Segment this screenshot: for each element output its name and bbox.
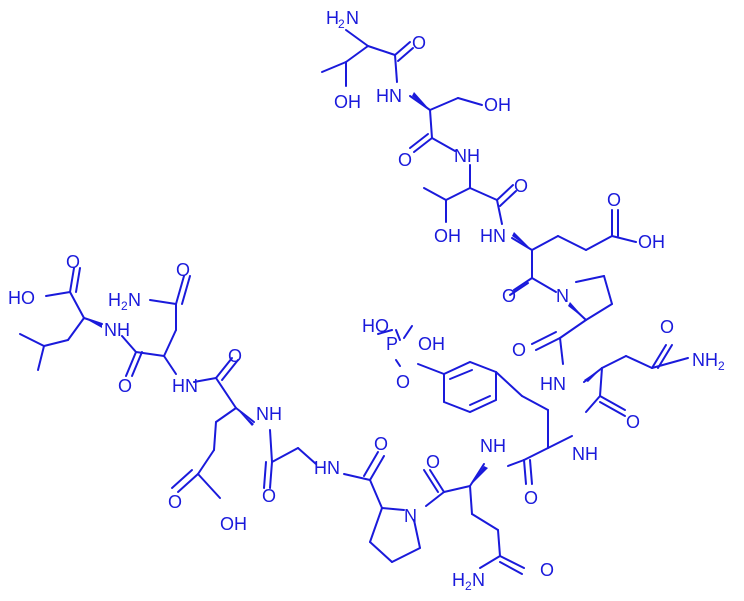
atom-n: N bbox=[128, 290, 141, 310]
atom-ho: HO bbox=[8, 288, 35, 308]
atom-h: H bbox=[108, 290, 121, 310]
atom-o: O bbox=[228, 346, 242, 366]
atom-n: N bbox=[556, 286, 569, 306]
atom-o: O bbox=[426, 452, 440, 472]
atom-oh: OH bbox=[220, 514, 247, 534]
atom-o: O bbox=[512, 340, 526, 360]
atom-hn: HN bbox=[480, 226, 506, 246]
atom-o: O bbox=[607, 190, 621, 210]
wedge-bond bbox=[84, 318, 102, 328]
atom-o: O bbox=[398, 150, 412, 170]
atom-o: O bbox=[502, 286, 516, 306]
wedge-bond bbox=[412, 92, 430, 110]
atom-sub: 2 bbox=[465, 579, 472, 593]
atom-sub: 2 bbox=[121, 299, 128, 313]
atom-oh: OH bbox=[434, 226, 461, 246]
atom-nh: NH bbox=[480, 436, 506, 456]
wedge-bond bbox=[584, 368, 602, 382]
atom-hn: HN bbox=[540, 374, 566, 394]
atom-hn: HN bbox=[314, 458, 340, 478]
atom-oh: OH bbox=[418, 334, 445, 354]
atom-o: O bbox=[396, 372, 410, 392]
atom-o: O bbox=[168, 492, 182, 512]
atom-hn: HN bbox=[376, 86, 402, 106]
atom-o: O bbox=[514, 176, 528, 196]
wedge-bond bbox=[568, 302, 586, 320]
atom-nh: NH bbox=[572, 444, 598, 464]
atom-o: O bbox=[626, 412, 640, 432]
atom-o: O bbox=[540, 560, 554, 580]
atom-hn: HN bbox=[172, 376, 198, 396]
atom-sub: 2 bbox=[718, 359, 725, 373]
atom-o: O bbox=[118, 376, 132, 396]
atom-h: H bbox=[452, 570, 465, 590]
wedge-bond bbox=[470, 466, 488, 486]
atom-o: O bbox=[412, 33, 426, 53]
atom-oh: OH bbox=[484, 95, 511, 115]
wedge-bond bbox=[236, 408, 254, 426]
atom-oh: OH bbox=[334, 92, 361, 112]
atom-nh: NH bbox=[256, 404, 282, 424]
atom-o: O bbox=[262, 486, 276, 506]
atom-h: H bbox=[705, 350, 718, 370]
wedge-bond bbox=[512, 232, 532, 250]
atom-p: P bbox=[386, 334, 398, 354]
atom-oh: OH bbox=[638, 232, 665, 252]
atom-sub: 2 bbox=[338, 17, 345, 31]
atom-o: O bbox=[176, 260, 190, 280]
atom-n: N bbox=[404, 506, 417, 526]
atom-n: N bbox=[346, 8, 359, 28]
atom-o: O bbox=[374, 434, 388, 454]
atom-nh: NH bbox=[104, 320, 130, 340]
atom-n: N bbox=[472, 570, 485, 590]
atom-labels: H 2 N OH O HN OH O NH O OH HN O OH O N O… bbox=[8, 8, 725, 593]
atom-h: H bbox=[326, 8, 339, 28]
atom-n: N bbox=[692, 350, 705, 370]
atom-o: O bbox=[524, 488, 538, 508]
atom-nh: NH bbox=[454, 146, 480, 166]
atom-o: O bbox=[66, 252, 80, 272]
atom-ho: HO bbox=[362, 316, 389, 336]
atom-o: O bbox=[660, 317, 674, 337]
